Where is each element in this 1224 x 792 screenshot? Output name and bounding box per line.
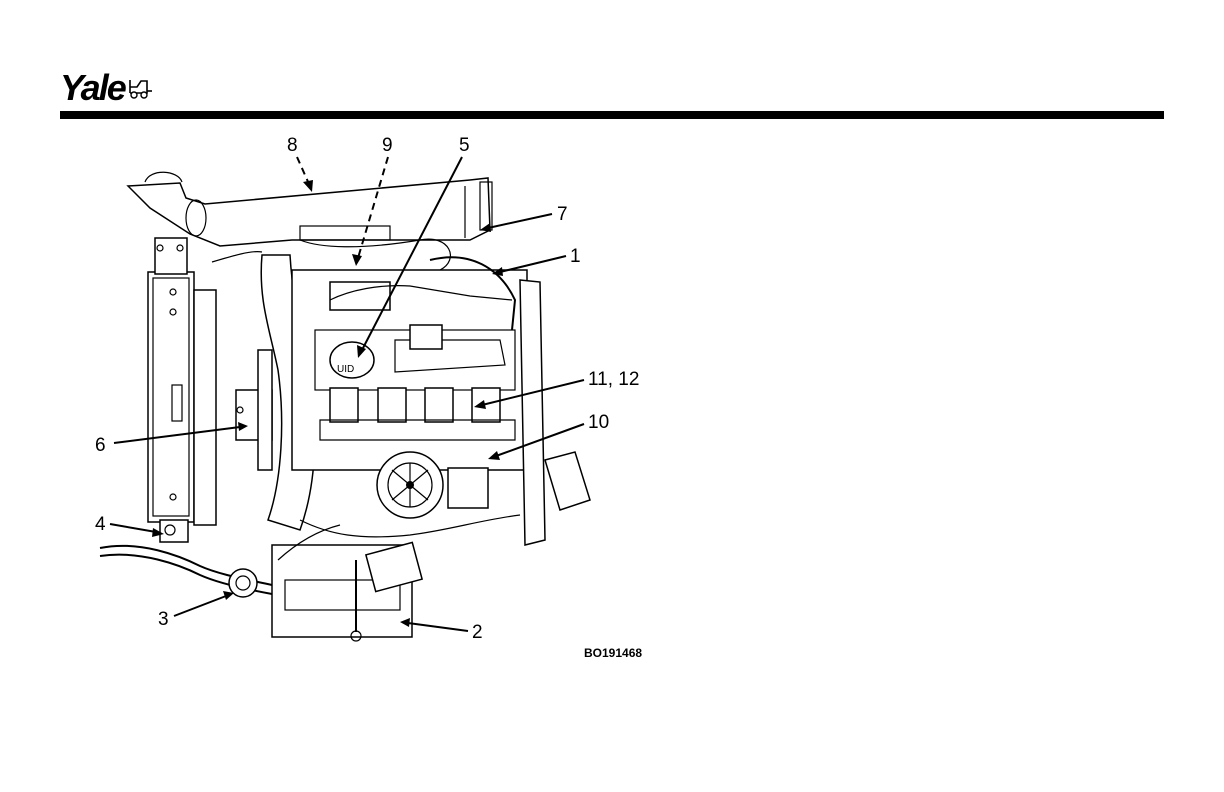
svg-text:UID: UID — [337, 364, 354, 375]
callout-4: 4 — [95, 514, 106, 535]
callout-1: 1 — [570, 246, 581, 267]
figure-id: BO191468 — [584, 646, 642, 660]
callout-10: 10 — [588, 412, 609, 433]
callout-7: 7 — [557, 204, 568, 225]
callout-3: 3 — [158, 609, 169, 630]
callout-2: 2 — [472, 622, 483, 643]
callout-5: 5 — [459, 135, 470, 156]
callout-6: 6 — [95, 435, 106, 456]
callout-9: 9 — [382, 135, 393, 156]
engine-illustration: UID — [100, 172, 590, 641]
callout-8: 8 — [287, 135, 298, 156]
callout-11-12: 11, 12 — [588, 369, 639, 390]
